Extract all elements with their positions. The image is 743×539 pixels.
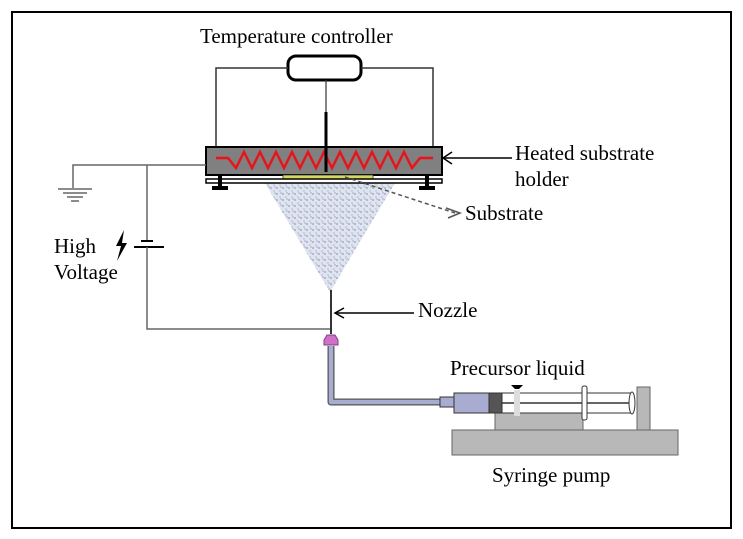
plunger-thumb [628,391,636,415]
label-precursor-liquid: Precursor liquid [450,356,585,380]
label-heated-substrate-holder-1: Heated substrate [515,141,654,165]
label-syringe-pump: Syringe pump [492,463,610,487]
controller-wire-right [361,67,434,158]
controller-wire-left [215,67,288,158]
pump-end-post [636,386,651,431]
syringe-tip [439,396,455,408]
lightning-icon [116,230,127,261]
label-voltage: Voltage [54,260,118,284]
pump-base [451,429,679,456]
syringe-pump [439,385,679,456]
syringe-clamp [514,390,520,416]
label-substrate: Substrate [465,201,543,225]
ground-wire [72,164,206,188]
label-high: High [54,234,97,258]
feed-tube [328,346,442,405]
hv-wire-bottom [146,247,330,330]
holder-foot-right [419,175,435,190]
temperature-controller-box [286,54,363,82]
heater-coil [216,149,433,171]
holder-base-plate [205,178,443,184]
clamp-knob [511,385,523,389]
spray-cone [265,183,395,292]
holder-arrowhead [441,151,453,165]
label-nozzle: Nozzle [418,298,477,322]
syringe-plunger-seal [488,392,503,414]
ground-icon [58,188,92,202]
label-heated-substrate-holder-2: holder [515,167,569,191]
holder-foot-left [212,175,228,190]
syringe-flange [581,385,588,421]
label-temperature-controller: Temperature controller [200,24,393,48]
substrate-arrow [344,176,456,214]
nozzle-arrowhead [333,307,345,319]
syringe-liquid [453,392,490,414]
substrate-arrowhead [445,207,463,219]
nozzle-connector [323,334,339,346]
